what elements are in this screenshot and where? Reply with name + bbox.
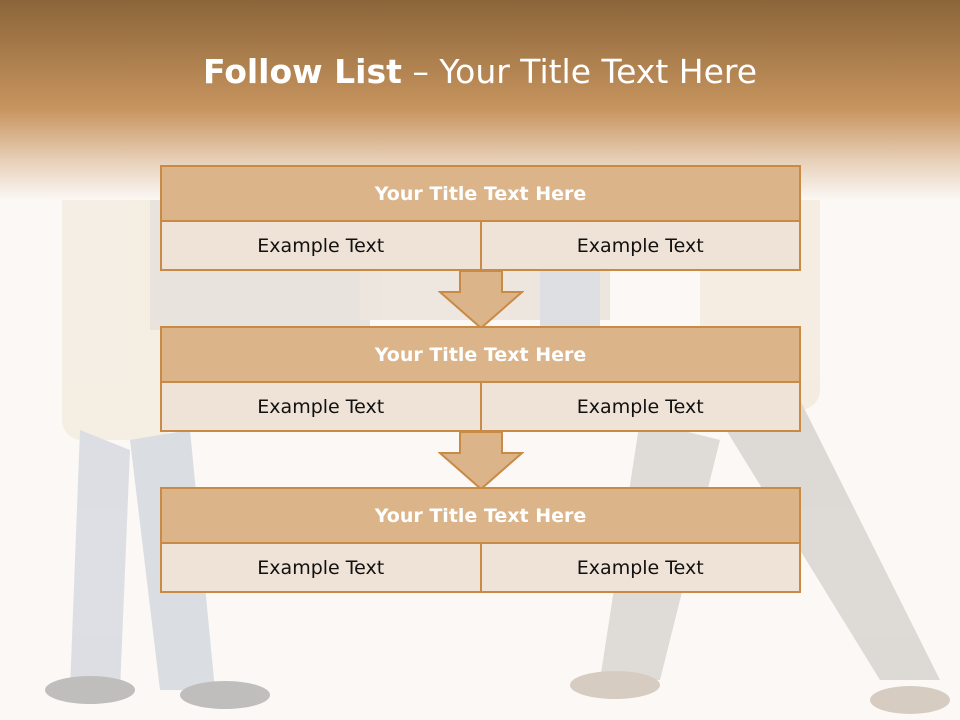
slide-title-bold: Follow List — [202, 52, 402, 91]
block-row: Example Text Example Text — [160, 222, 801, 271]
down-arrow-icon — [438, 270, 524, 330]
list-block: Your Title Text Here Example Text Exampl… — [160, 487, 801, 593]
block-cell-left: Example Text — [160, 544, 482, 593]
list-block: Your Title Text Here Example Text Exampl… — [160, 165, 801, 271]
block-cell-left: Example Text — [160, 222, 482, 271]
block-cell-left: Example Text — [160, 383, 482, 432]
block-header: Your Title Text Here — [160, 487, 801, 544]
down-arrow-icon — [438, 431, 524, 491]
slide-title: Follow List – Your Title Text Here — [0, 52, 960, 100]
list-block: Your Title Text Here Example Text Exampl… — [160, 326, 801, 432]
block-cell-right: Example Text — [481, 544, 801, 593]
block-cell-right: Example Text — [481, 383, 801, 432]
block-row: Example Text Example Text — [160, 544, 801, 593]
slide-title-rest: – Your Title Text Here — [401, 52, 758, 91]
block-header: Your Title Text Here — [160, 326, 801, 383]
block-header: Your Title Text Here — [160, 165, 801, 222]
block-row: Example Text Example Text — [160, 383, 801, 432]
block-cell-right: Example Text — [481, 222, 801, 271]
